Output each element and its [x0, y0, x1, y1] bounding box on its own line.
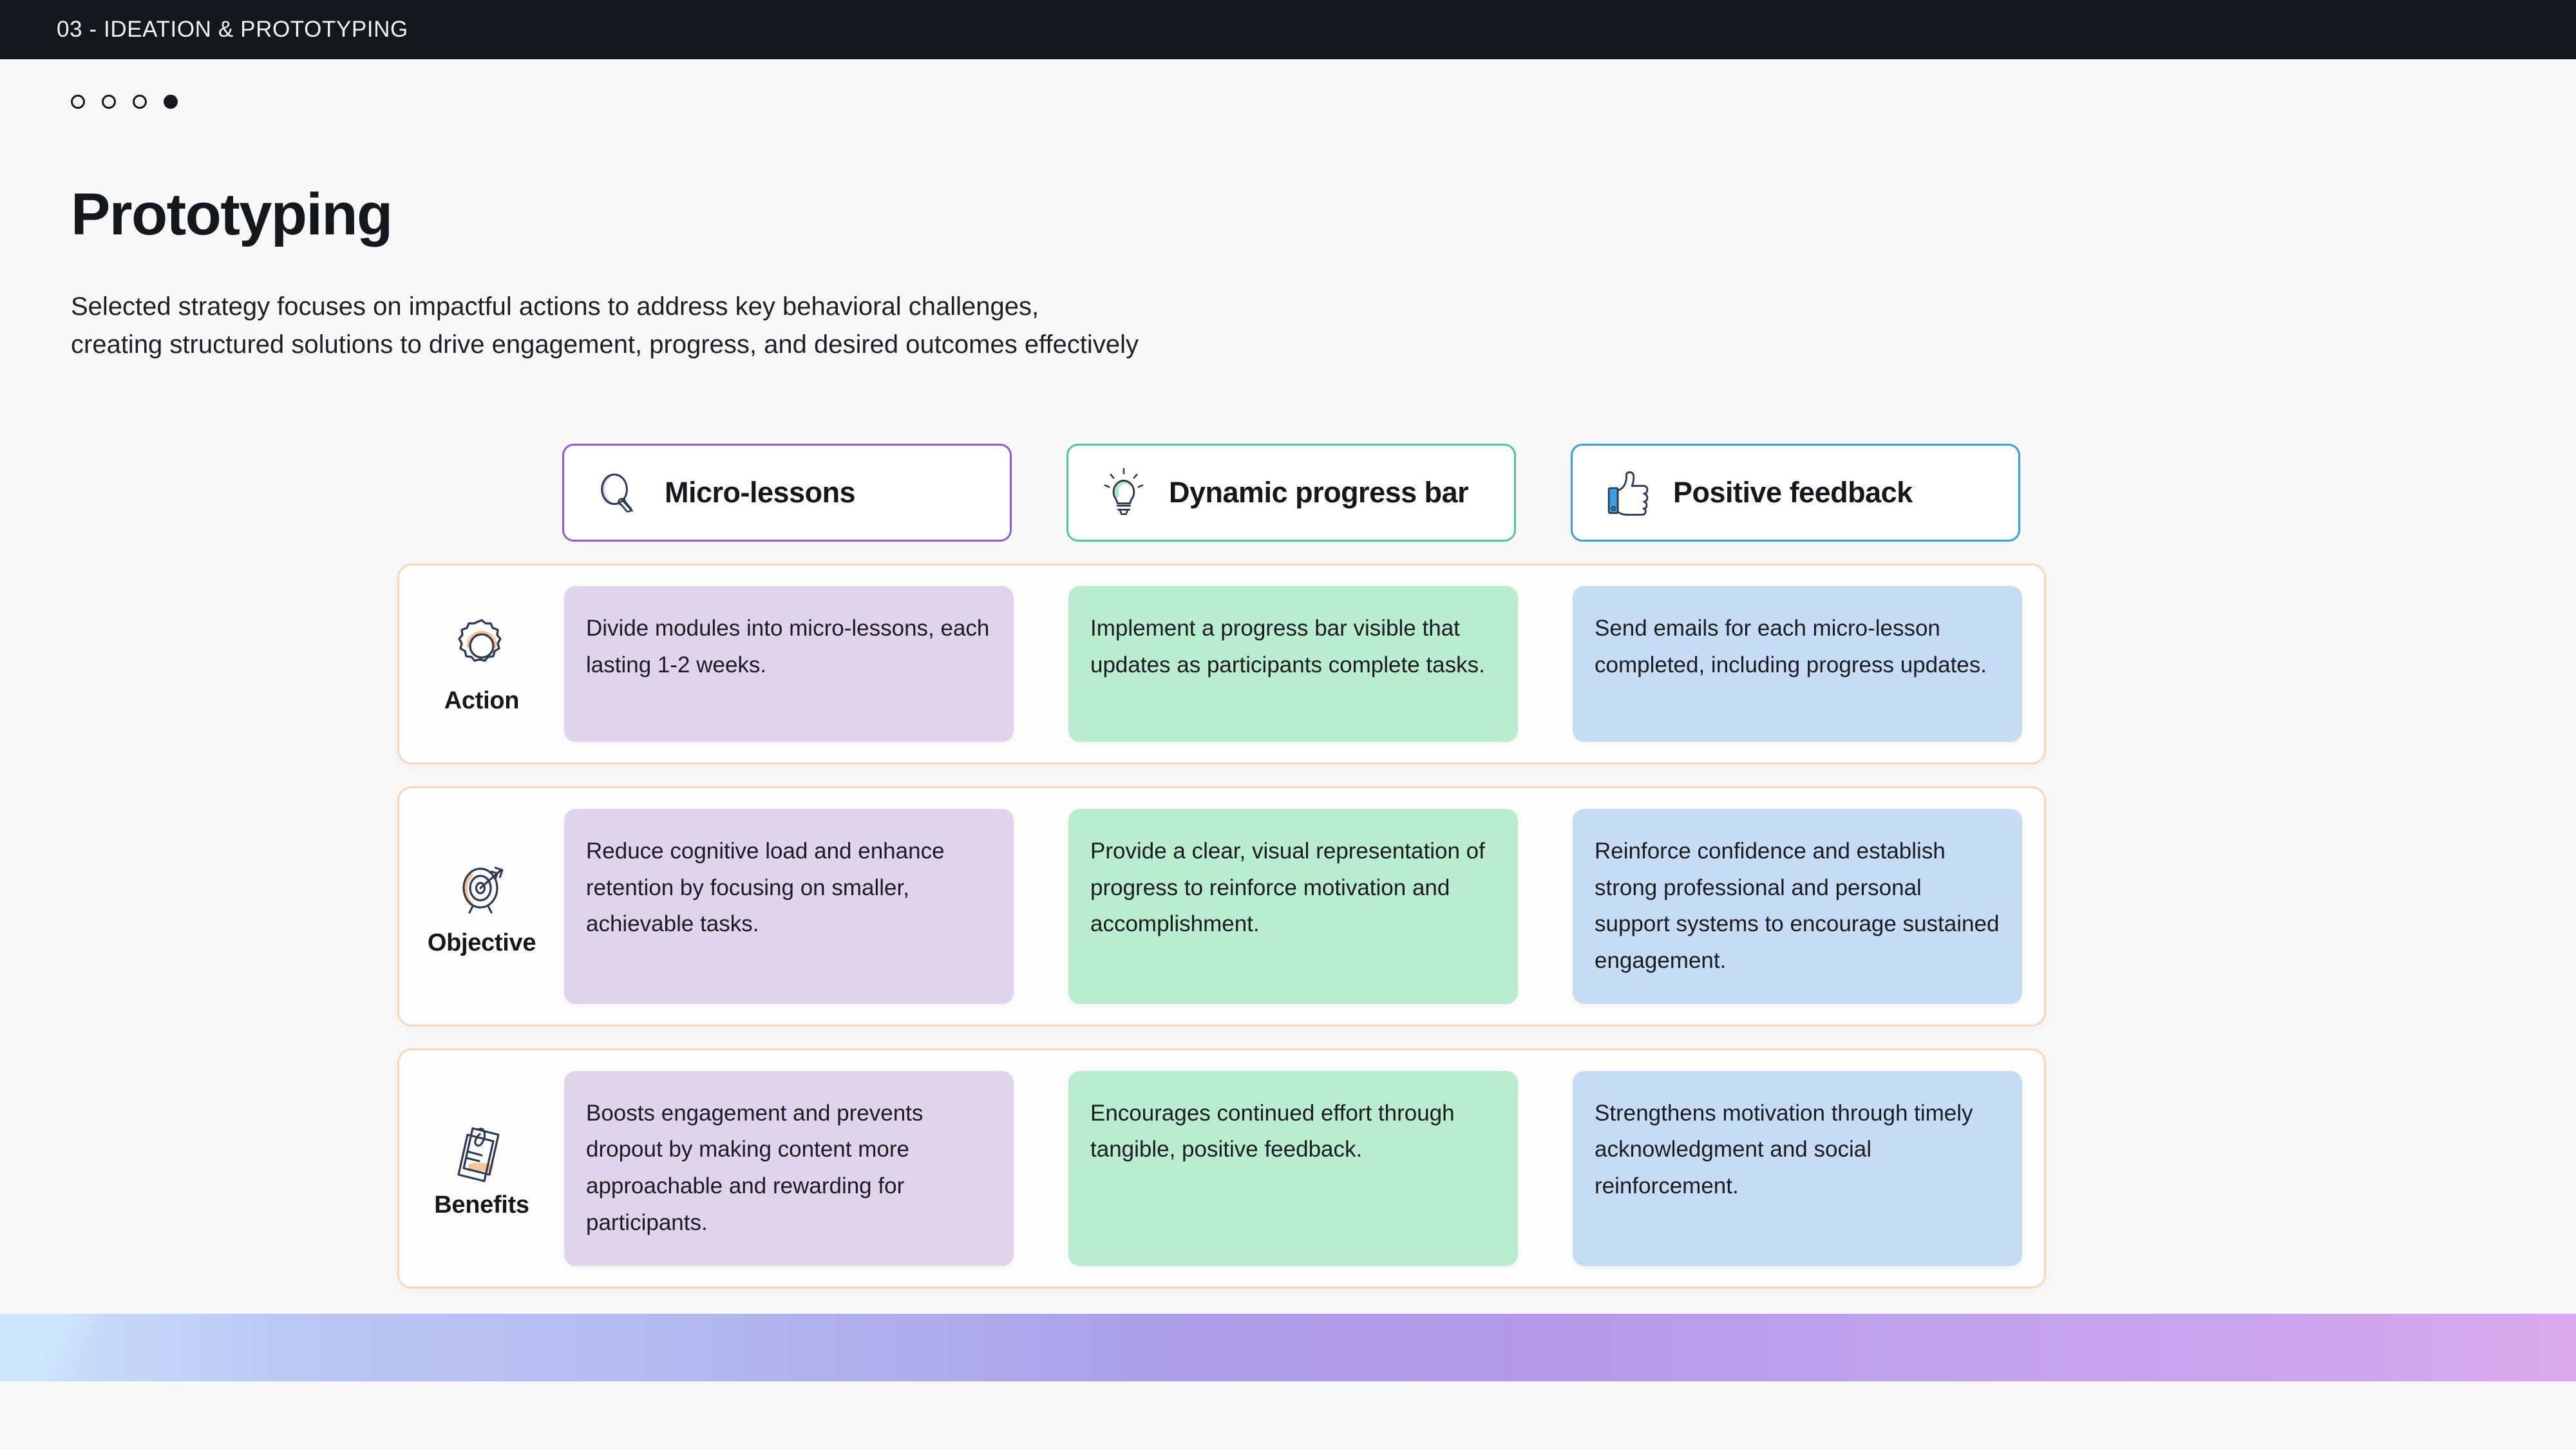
row-label-cell-action: Action	[399, 614, 564, 715]
matrix-cell[interactable]: Encourages continued effort through tang…	[1068, 1070, 1518, 1266]
matrix-cell[interactable]: Implement a progress bar visible that up…	[1068, 586, 1518, 742]
magnifier-icon	[591, 464, 648, 521]
gear-icon	[450, 614, 514, 678]
row-cells-action: Divide modules into micro-lessons, each …	[564, 586, 2022, 742]
matrix-cell[interactable]: Send emails for each micro-lesson comple…	[1573, 586, 2022, 742]
column-header-micro-lessons[interactable]: Micro-lessons	[562, 444, 1012, 542]
page-subtitle: Selected strategy focuses on impactful a…	[71, 292, 1139, 359]
pagination-dot-2[interactable]	[102, 95, 116, 109]
column-header-label: Positive feedback	[1673, 476, 1913, 509]
column-header-label: Dynamic progress bar	[1169, 476, 1469, 509]
matrix-row-benefits: Benefits Boosts engagement and prevents …	[397, 1048, 2046, 1289]
top-section-bar: 03 - IDEATION & PROTOTYPING	[0, 0, 2576, 59]
matrix-column-headers: Micro-lessons Dynamic progress bar	[562, 444, 2046, 542]
row-label-cell-objective: Objective	[399, 856, 564, 957]
pagination-dot-1[interactable]	[71, 95, 85, 109]
row-label: Benefits	[434, 1191, 529, 1218]
clipboard-note-icon	[450, 1118, 514, 1182]
target-arrow-icon	[450, 856, 514, 920]
lightbulb-icon	[1095, 464, 1152, 521]
matrix-cell[interactable]: Reinforce confidence and establish stron…	[1573, 809, 2022, 1004]
slide-body: Prototyping Selected strategy focuses on…	[0, 59, 2576, 1381]
matrix-cell[interactable]: Reduce cognitive load and enhance retent…	[564, 809, 1014, 1004]
page-title: Prototyping	[71, 182, 393, 247]
matrix-cell[interactable]: Divide modules into micro-lessons, each …	[564, 586, 1014, 742]
matrix-row-action: Action Divide modules into micro-lessons…	[397, 564, 2046, 764]
pagination-dot-3[interactable]	[133, 95, 147, 109]
section-label: 03 - IDEATION & PROTOTYPING	[57, 17, 408, 42]
strategy-matrix: Micro-lessons Dynamic progress bar	[397, 444, 2046, 1289]
row-label: Action	[444, 687, 520, 714]
footer-gradient-bar	[0, 1314, 2576, 1381]
column-header-label: Micro-lessons	[665, 476, 856, 509]
pagination-dots[interactable]	[71, 95, 178, 109]
row-label-cell-benefits: Benefits	[399, 1118, 564, 1219]
row-label: Objective	[427, 929, 536, 956]
matrix-row-objective: Objective Reduce cognitive load and enha…	[397, 786, 2046, 1027]
thumbs-up-icon	[1600, 464, 1656, 521]
pagination-dot-4[interactable]	[164, 95, 178, 109]
column-header-positive-feedback[interactable]: Positive feedback	[1571, 444, 2020, 542]
row-cells-objective: Reduce cognitive load and enhance retent…	[564, 809, 2022, 1004]
column-header-dynamic-progress[interactable]: Dynamic progress bar	[1066, 444, 1516, 542]
matrix-cell[interactable]: Boosts engagement and prevents dropout b…	[564, 1070, 1014, 1266]
matrix-cell[interactable]: Strengthens motivation through timely ac…	[1573, 1070, 2022, 1266]
row-cells-benefits: Boosts engagement and prevents dropout b…	[564, 1070, 2022, 1266]
matrix-cell[interactable]: Provide a clear, visual representation o…	[1068, 809, 1518, 1004]
